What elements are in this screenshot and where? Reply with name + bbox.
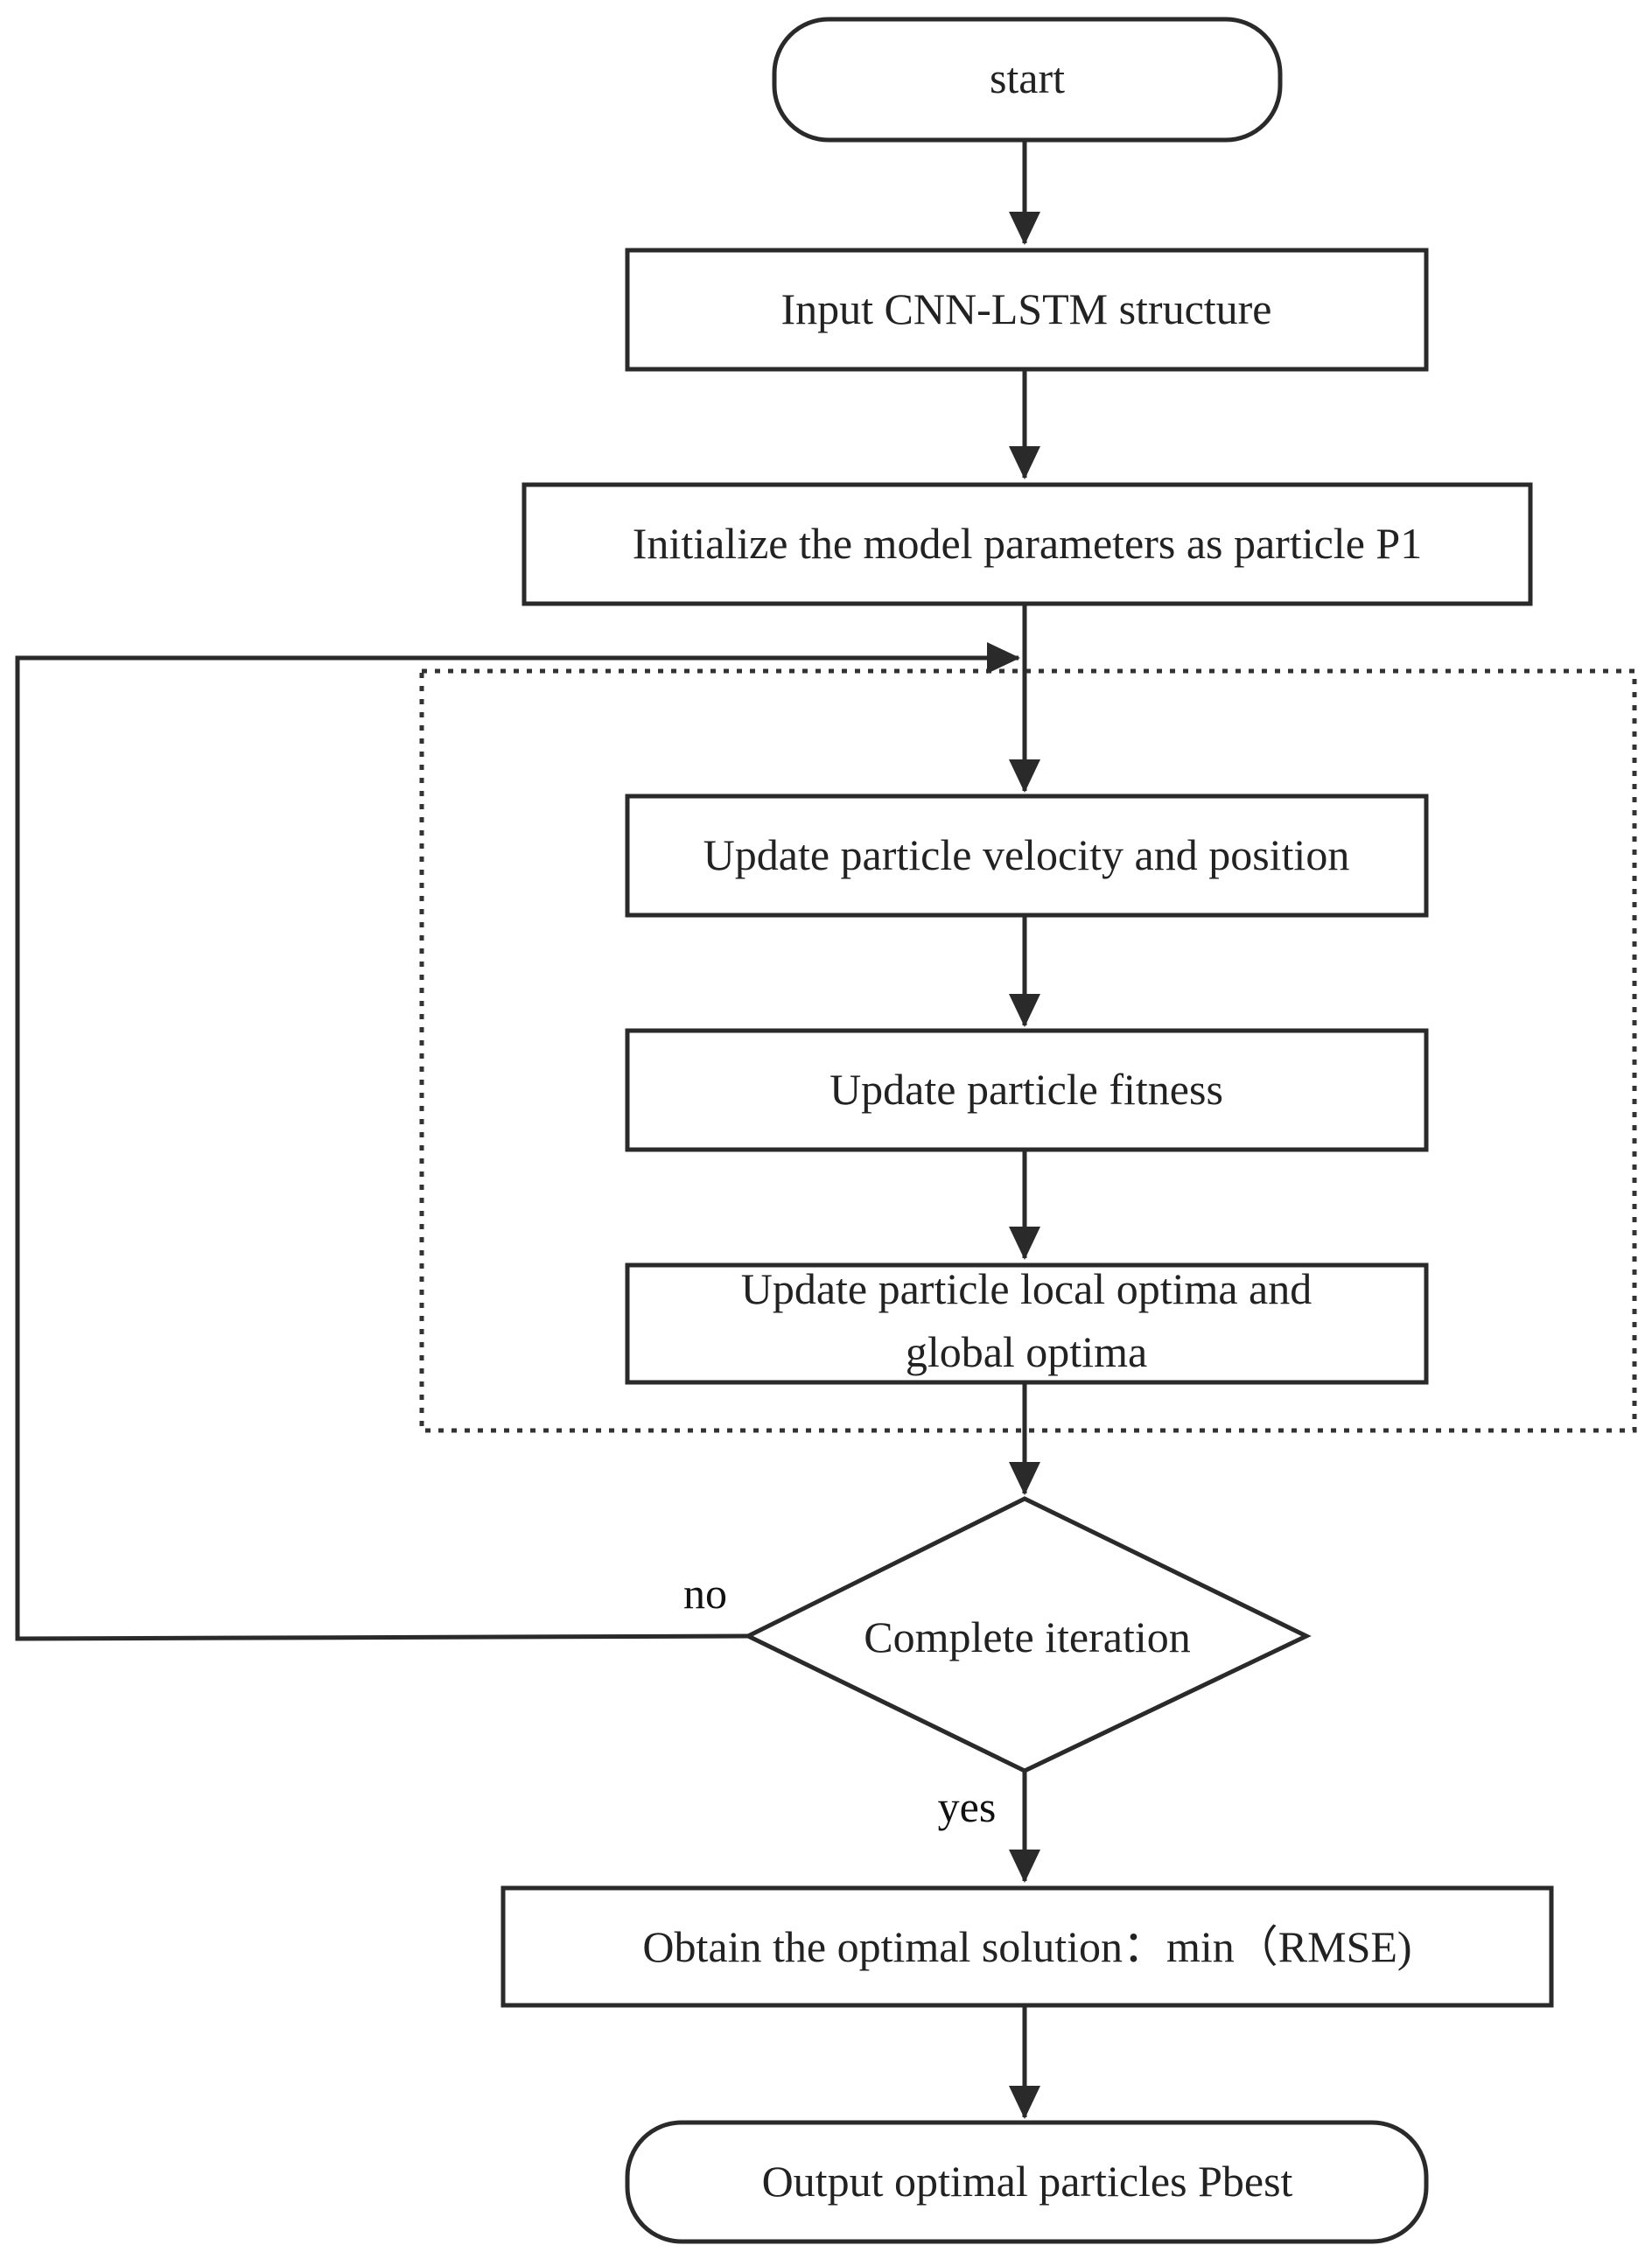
- node-output-label: Output optimal particles Pbest: [762, 2157, 1293, 2206]
- node-update-optima-label-line1: Update particle local optima and: [741, 1264, 1312, 1313]
- node-initialize: Initialize the model parameters as parti…: [522, 482, 1533, 606]
- node-obtain-solution: Obtain the optimal solution：min（RMSE): [500, 1885, 1554, 2008]
- node-output: Output optimal particles Pbest: [625, 2120, 1429, 2244]
- node-complete-iteration-label: Complete iteration: [864, 1612, 1191, 1661]
- node-update-optima-label-line2: global optima: [906, 1327, 1147, 1376]
- node-complete-iteration-decision: Complete iteration: [743, 1496, 1312, 1773]
- edge-decision-no-loop-back: [15, 642, 1020, 1641]
- node-update-velocity-label: Update particle velocity and position: [704, 830, 1350, 879]
- node-start-label: start: [990, 53, 1065, 102]
- node-input-structure-label: Input CNN-LSTM structure: [780, 284, 1271, 333]
- node-update-fitness: Update particle fitness: [625, 1028, 1429, 1152]
- node-obtain-solution-label: Obtain the optimal solution：min（RMSE): [642, 1922, 1411, 1971]
- edge-label-no: no: [683, 1569, 727, 1618]
- node-update-fitness-label: Update particle fitness: [830, 1065, 1223, 1114]
- node-input-structure: Input CNN-LSTM structure: [625, 248, 1429, 372]
- node-update-velocity: Update particle velocity and position: [625, 794, 1429, 918]
- node-update-optima: Update particle local optima and global …: [625, 1262, 1429, 1385]
- pso-loop-group-box: [419, 668, 1637, 1433]
- node-initialize-label: Initialize the model parameters as parti…: [633, 519, 1422, 568]
- node-start: start: [772, 17, 1283, 143]
- edge-label-yes: yes: [938, 1782, 997, 1831]
